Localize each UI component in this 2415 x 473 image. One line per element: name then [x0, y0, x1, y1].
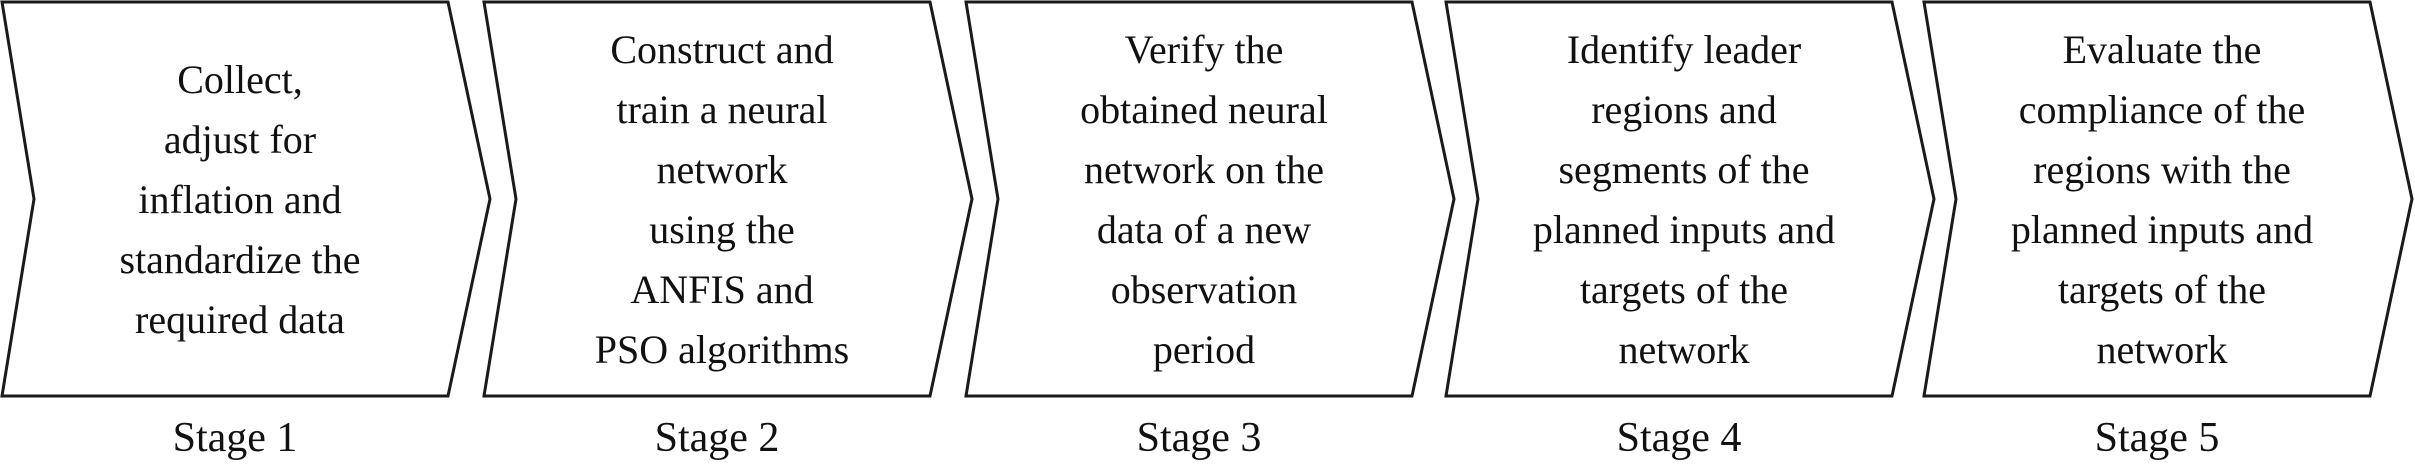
stage-1-description: Collect, adjust for inflation and standa…	[119, 57, 361, 342]
stage-2-description: Construct and train a neural network usi…	[594, 27, 850, 372]
stage-5-description: Evaluate the compliance of the regions w…	[2010, 27, 2314, 372]
stage-2-chevron-shape	[482, 0, 974, 398]
stage-5: Evaluate the compliance of the regions w…	[1922, 0, 2414, 473]
stage-1-label: Stage 1	[172, 415, 298, 461]
stage-5-chevron-shape	[1922, 0, 2414, 398]
stage-1-chevron-shape	[0, 0, 492, 398]
stage-4-label: Stage 4	[1616, 415, 1742, 461]
stage-2: Construct and train a neural network usi…	[482, 0, 974, 473]
stage-1: Collect, adjust for inflation and standa…	[0, 0, 492, 473]
stage-2-label: Stage 2	[654, 415, 780, 461]
stage-3-label: Stage 3	[1136, 415, 1262, 461]
stage-5-label: Stage 5	[2094, 415, 2220, 461]
stage-4: Identify leader regions and segments of …	[1444, 0, 1936, 473]
stage-3-chevron-shape	[964, 0, 1456, 398]
stage-4-chevron-shape	[1444, 0, 1936, 398]
stage-3-description: Verify the obtained neural network on th…	[1080, 27, 1328, 372]
stage-4-description: Identify leader regions and segments of …	[1532, 27, 1836, 372]
stage-3: Verify the obtained neural network on th…	[964, 0, 1456, 473]
